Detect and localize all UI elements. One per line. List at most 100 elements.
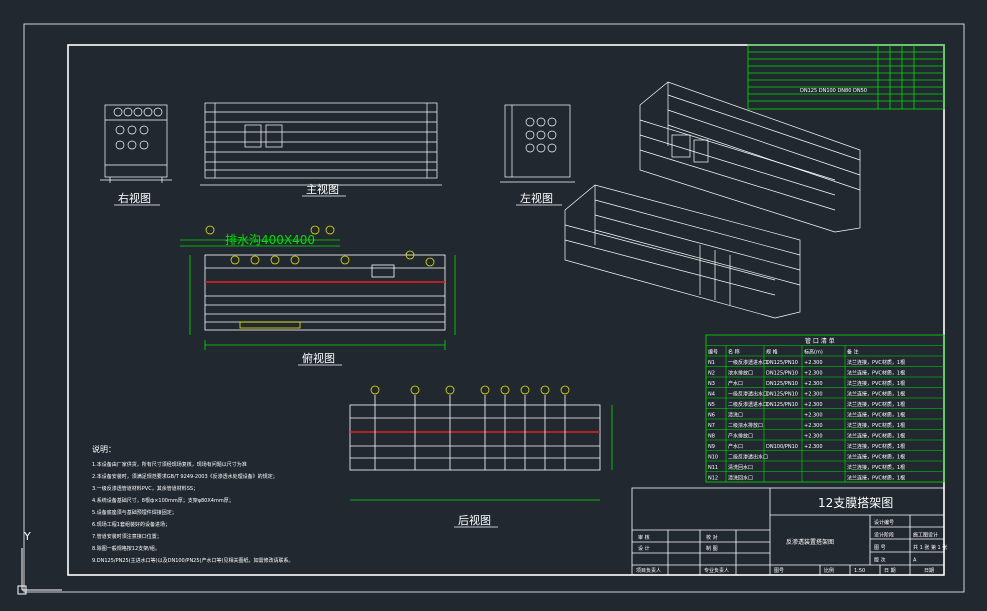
rear-view-drawing (349, 395, 613, 501)
note-line: 6.现场工程1套组装好的设备进场； (92, 521, 170, 528)
schedule-cell: 一级反渗透出水口 (728, 391, 768, 398)
main-view-label: 主视图 (306, 182, 339, 196)
schedule-cell: 清洗回水口 (728, 475, 753, 482)
note-line: 9.DN125/PN25(主进水口等)以及DN100/PN25(产水口等)见相关… (92, 557, 293, 564)
title-block-footer-cell: 1:50 (854, 568, 865, 574)
title-block-label: 制 图 (706, 545, 718, 552)
schedule-cell: +2.300 (804, 434, 823, 440)
schedule-cell: +2.300 (804, 444, 823, 450)
left-view-label: 左视图 (520, 191, 553, 205)
schedule-cell: 法兰连接，PVC材质，1根 (847, 359, 905, 366)
ucs-y-label: Y (23, 530, 31, 543)
schedule-cell: N9 (708, 444, 715, 450)
schedule-cell: N4 (708, 392, 715, 398)
schedule-cell: +2.300 (804, 371, 823, 377)
title-block-footer: 图号 比例 1:50 日 期 日期 (774, 567, 934, 574)
title-block-footer-cell: 图号 (774, 568, 784, 574)
schedule-cell: 产水口 (728, 443, 743, 450)
revision-note: DN125 DN100 DN80 DN50 (800, 88, 867, 94)
note-line: 3.一级反渗透管道材料PVC，其余管道材料SS； (92, 485, 198, 492)
schedule-cell: N6 (708, 413, 715, 419)
drawing-subtitle: 反渗透装置搭架图 (786, 538, 834, 546)
schedule-cell: 产水口 (728, 380, 743, 387)
drawing-title: 12支膜搭架图 (818, 496, 893, 510)
note-line: 5.设备底座须与基础预埋件焊接固定； (92, 509, 177, 516)
schedule-cell: +2.300 (804, 423, 823, 429)
inner-border (67, 44, 945, 576)
schedule-cell: 法兰连接，PVC材质，1根 (847, 370, 905, 377)
title-block-label: 校 对 (706, 534, 718, 541)
schedule-header: 规 格 (766, 349, 778, 356)
schedule-header: 标高(m) (804, 349, 823, 356)
schedule-cell: 法兰连接，PVC材质，1根 (847, 422, 905, 429)
drain-label: 排水沟400X400 (225, 233, 315, 247)
schedule-cell: N10 (708, 455, 718, 461)
schedule-cell: DN125/PN10 (766, 371, 798, 377)
title-block-field-label: 设计编号 (874, 519, 894, 526)
schedule-cell: DN125/PN10 (766, 392, 798, 398)
title-block-field-value: 施工图设计 (913, 532, 938, 539)
schedule-cell: +2.300 (804, 402, 823, 408)
revision-block (747, 44, 945, 110)
title-block-labels: 审 核校 对设 计制 图项目负责人专业负责人 (636, 534, 729, 574)
right-view-drawing (100, 104, 172, 183)
schedule-cell: 二级浓水排放口 (728, 422, 763, 429)
title-block-field-label: 版 次 (874, 557, 886, 564)
note-line: 1.本设备由厂家供货，所有尺寸须经现场复核，现场有问题以尺寸为准 (92, 461, 247, 468)
title-block-field-label: 图 号 (874, 545, 886, 551)
notes-list: 1.本设备由厂家供货，所有尺寸须经现场复核，现场有问题以尺寸为准 2.本设备安装时… (92, 461, 293, 564)
plan-view-drawing (180, 239, 456, 350)
plan-view-nozzles (205, 225, 435, 267)
title-block-footer-cell: 日 期 (884, 568, 896, 574)
outer-border (23, 23, 965, 593)
plan-view-label: 俯视图 (302, 351, 335, 365)
ucs-icon: Y (17, 530, 62, 595)
note-line: 7.管道安装时须注意接口位置； (92, 533, 162, 540)
schedule-cell: N2 (708, 371, 715, 377)
schedule-cell: N1 (708, 360, 715, 366)
rear-view-nozzle-tags (370, 385, 570, 395)
isometric-view-upper (639, 81, 861, 233)
schedule-cell: +2.300 (804, 381, 823, 387)
schedule-cell: +2.300 (804, 392, 823, 398)
schedule-cell: 法兰连接，PVC材质，1根 (847, 401, 905, 408)
title-block-label: 项目负责人 (636, 567, 661, 574)
main-view-drawing (200, 102, 442, 186)
note-line: 4.系统设备基础尺寸，8根ф×100mm厚；支架φ80X4mm厚； (92, 497, 234, 504)
schedule-header: 名 称 (728, 349, 740, 356)
schedule-cell: 一级反渗透进水口 (728, 359, 768, 366)
rear-view-label: 后视图 (458, 513, 491, 527)
schedule-cell: DN100/PN10 (766, 444, 798, 450)
title-block-label: 专业负责人 (704, 567, 729, 574)
right-view-label: 右视图 (118, 191, 151, 205)
title-block-field-label: 设计阶段 (874, 532, 894, 539)
schedule-header: 编号 (708, 349, 718, 356)
schedule-cell: 法兰连接，PVC材质，1根 (847, 412, 905, 419)
schedule-cell: 浓水排放口 (728, 370, 753, 377)
title-block (631, 487, 945, 576)
schedule-cell: N8 (708, 434, 715, 440)
schedule-title: 管 口 清 单 (805, 337, 835, 345)
left-view-drawing (500, 104, 575, 183)
schedule-cell: N12 (708, 476, 718, 482)
schedule-cell: +2.300 (804, 413, 823, 419)
schedule-cell: N3 (708, 381, 715, 387)
title-block-footer-cell: 比例 (824, 567, 834, 574)
schedule-cell: 法兰连接，PVC材质，1根 (847, 433, 905, 440)
schedule-cell: DN125/PN10 (766, 360, 798, 366)
schedule-cell: 产水排放口 (728, 433, 753, 440)
schedule-cell: 法兰连接，PVC材质，1根 (847, 464, 905, 471)
note-line: 2.本设备安装时，须满足规范要求GB/T 9249-2003《反渗透水处理设备》… (92, 473, 278, 480)
schedule-cell: DN125/PN10 (766, 381, 798, 387)
title-block-label: 审 核 (638, 534, 650, 541)
title-block-field-value: 共 1 张 第 1 张 (913, 544, 947, 551)
schedule-cell: 法兰连接，PVC材质，1根 (847, 443, 905, 450)
notes-heading: 说明： (92, 444, 116, 454)
title-block-footer-cell: 日期 (924, 568, 934, 574)
schedule-cell: 法兰连接，PVC材质，1根 (847, 454, 905, 461)
schedule-cell: +2.300 (804, 360, 823, 366)
schedule-cell: 法兰连接，PVC材质，1根 (847, 391, 905, 398)
